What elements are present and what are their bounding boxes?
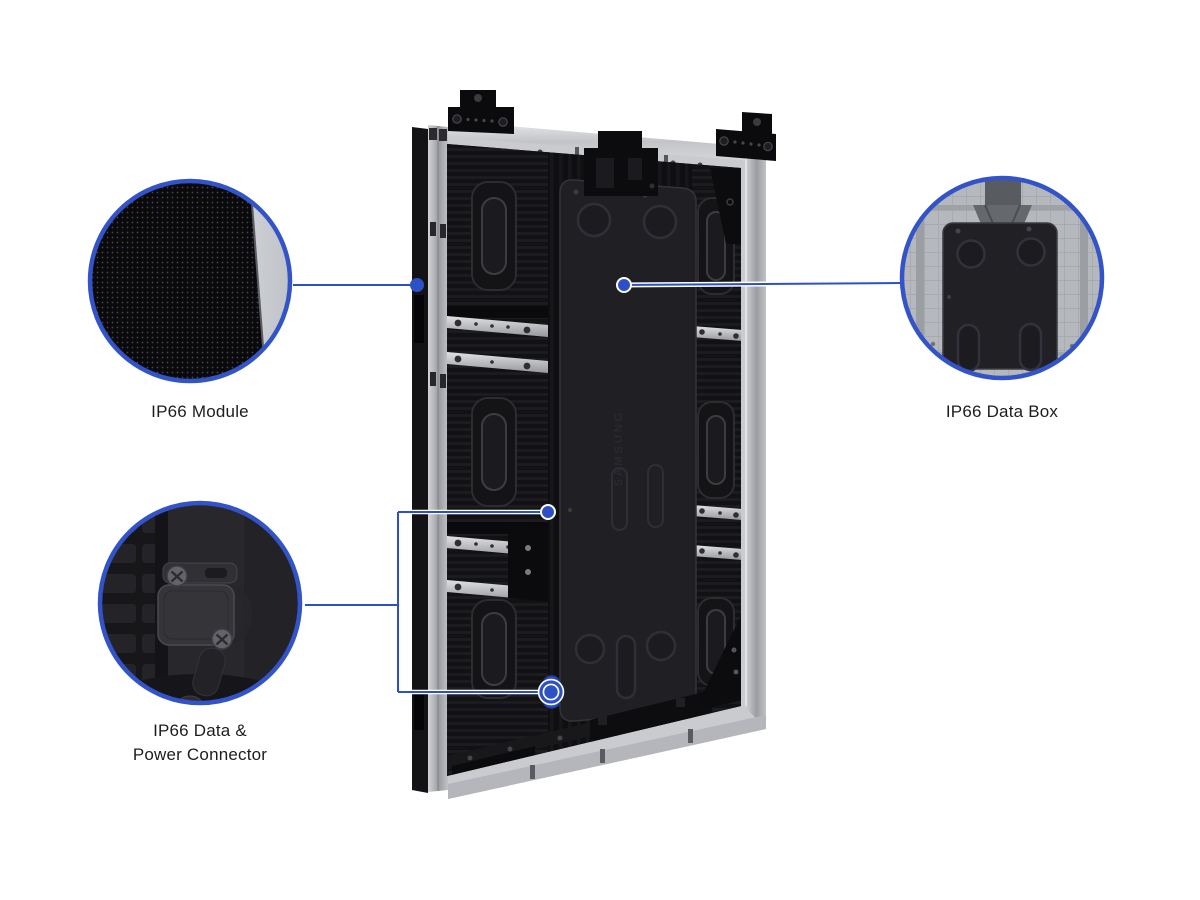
mounting-bracket-top-left	[448, 90, 514, 134]
anchor-dot-connector-top	[540, 504, 556, 520]
screw-icon	[211, 628, 233, 650]
mounting-bracket-top-right	[716, 112, 776, 161]
data-box-panel: SAMSUNG	[559, 179, 697, 722]
label-line-1: IP66 Data &	[153, 721, 247, 740]
screw-icon	[166, 565, 188, 587]
led-pixel-grid	[90, 181, 266, 381]
anchor-ring-connector	[539, 680, 563, 704]
callout-line-connector	[305, 504, 565, 706]
capped-connector-closeup	[157, 562, 253, 703]
magnifier-module	[87, 178, 293, 384]
magnifier-module-ring	[87, 178, 293, 384]
mid-rail-bracket	[508, 524, 552, 602]
module-rails-right	[692, 326, 741, 560]
side-panel-dark-strip	[412, 127, 428, 793]
anchor-dot-databox	[616, 277, 632, 293]
led-cabinet-rear-view: SAMSUNG	[412, 90, 776, 799]
callout-line-databox	[616, 277, 901, 293]
label-line-2: Power Connector	[132, 745, 268, 764]
magnifier-connector	[97, 500, 303, 706]
label-ip66-data-power-connector: IP66 Data & Power Connector	[60, 719, 340, 767]
top-right-gusset	[710, 168, 741, 244]
cabinet-interior: SAMSUNG	[447, 144, 741, 776]
label-ip66-data-box: IP66 Data Box	[945, 402, 1059, 421]
magnifier-connector-ring	[97, 500, 303, 706]
magnifier-databox	[899, 175, 1105, 381]
brand-text: SAMSUNG	[613, 410, 625, 487]
magnifier-databox-ring	[899, 175, 1105, 381]
anchor-dot-module	[410, 278, 424, 292]
callout-lines	[293, 277, 901, 706]
mounting-bracket-top-center	[584, 131, 658, 196]
cabinet-left-side-profile	[412, 125, 448, 793]
data-box-closeup	[942, 222, 1058, 373]
callout-line-module	[293, 278, 424, 292]
label-ip66-module: IP66 Module	[151, 402, 249, 421]
